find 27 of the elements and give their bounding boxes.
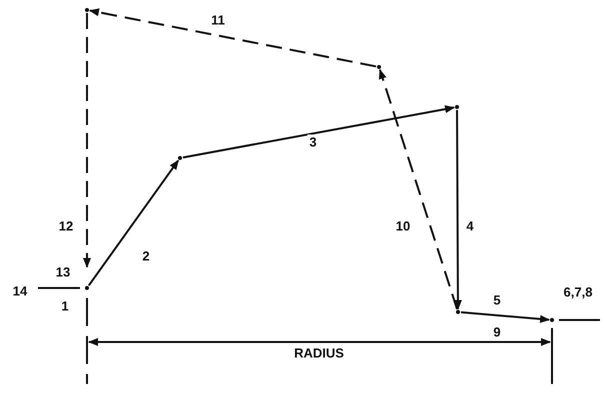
vertex-point	[455, 105, 459, 109]
arrow	[88, 8, 376, 68]
edge-label: 10	[394, 218, 412, 234]
vertex-point	[85, 286, 89, 290]
step-number: 13	[56, 266, 70, 278]
edge-label: 12	[56, 218, 76, 234]
edge-label: 2	[140, 248, 152, 264]
edge-label: 11	[209, 12, 227, 28]
arrow	[454, 110, 462, 310]
step-number: 9	[493, 326, 501, 338]
edge-label: 5	[491, 292, 503, 308]
step-number: 1	[61, 300, 69, 312]
step-number: 6,7,8	[564, 286, 592, 298]
arrow	[83, 13, 91, 268]
vertex-point	[456, 310, 460, 314]
edge-label: 4	[464, 218, 476, 234]
arrow	[460, 311, 550, 323]
vertex-point	[377, 65, 381, 69]
vertex-point	[550, 318, 554, 322]
vertex-point	[178, 156, 182, 160]
vertex-point	[85, 8, 89, 12]
arrow	[88, 160, 180, 286]
edge-label: 3	[307, 134, 319, 150]
arrow	[182, 105, 456, 158]
arrow	[378, 68, 458, 310]
step-number: 14	[12, 284, 28, 298]
dimension-label: RADIUS	[294, 346, 344, 360]
